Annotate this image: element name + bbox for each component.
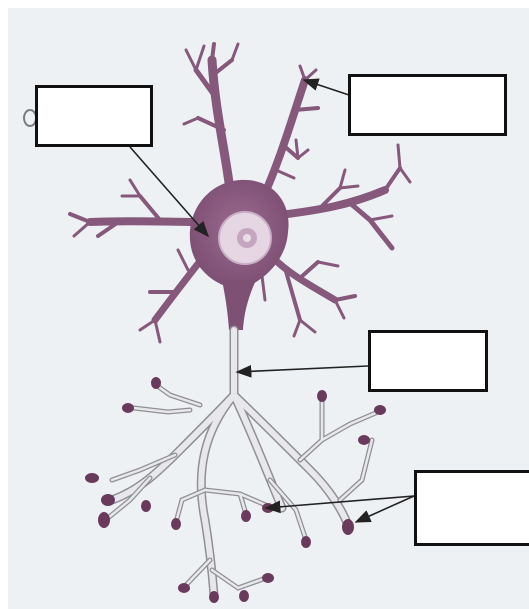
label-box-middle-right[interactable]: [368, 330, 488, 392]
label-box-top-left[interactable]: [35, 85, 153, 147]
nucleolus-core: [243, 234, 251, 242]
label-box-top-right[interactable]: [348, 74, 507, 136]
label-box-bottom-right[interactable]: [414, 470, 529, 546]
